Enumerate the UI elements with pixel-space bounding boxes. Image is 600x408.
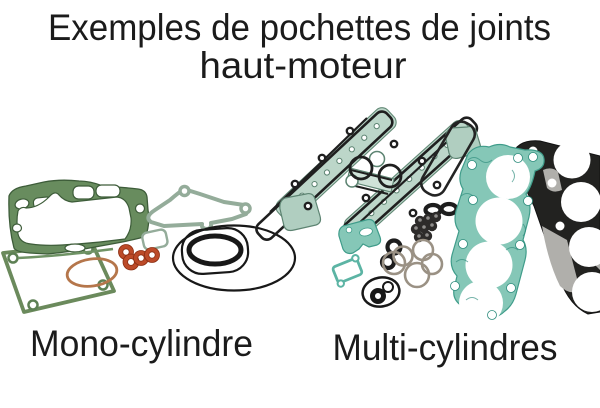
- svg-text:haut-moteur: haut-moteur: [200, 45, 407, 86]
- svg-text:Mono-cylindre: Mono-cylindre: [30, 323, 253, 364]
- svg-text:Multi-cylindres: Multi-cylindres: [333, 327, 558, 368]
- svg-text:Exemples de pochettes de joint: Exemples de pochettes de joints: [48, 7, 551, 48]
